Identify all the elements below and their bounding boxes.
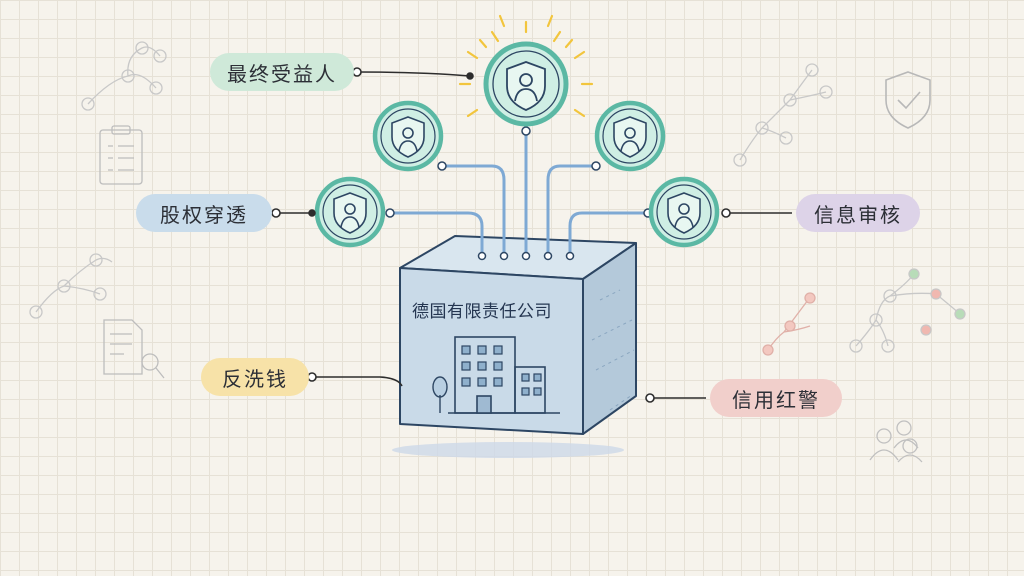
label-leader-dots [271, 67, 731, 403]
shield-person-icon [594, 100, 666, 172]
highlight-rays [458, 14, 594, 118]
shield-person-icon [648, 176, 720, 248]
label-equity-penetration: 股权穿透 [136, 194, 272, 232]
people-group-icon [869, 420, 923, 463]
tree-icon [432, 376, 448, 413]
label-anti-money-laundering: 反洗钱 [201, 358, 309, 396]
connector-dots [385, 126, 653, 261]
doodle-network-left [29, 253, 113, 319]
cube-shadow [392, 442, 624, 458]
shield-person-icon [372, 100, 444, 172]
company-name: 德国有限责任公司 [412, 302, 552, 322]
shield-person-icon [483, 41, 569, 127]
label-beneficial-owner: 最终受益人 [210, 53, 354, 91]
label-info-review: 信息审核 [796, 194, 920, 232]
doodle-network-top-left [81, 41, 167, 111]
building-icon [448, 336, 560, 414]
doodle-network-red [762, 292, 816, 356]
company-cube [399, 235, 637, 435]
connector-lines [388, 129, 650, 256]
label-leader-lines [276, 71, 792, 399]
cube-hatching [591, 289, 635, 411]
shield-check-icon [885, 71, 931, 129]
label-credit-alert: 信用红警 [710, 379, 842, 417]
document-search-icon [103, 319, 165, 379]
shield-person-icon [314, 176, 386, 248]
doodle-network-right [849, 268, 966, 353]
doodle-network-top-right [733, 63, 833, 167]
clipboard-icon [99, 125, 143, 185]
